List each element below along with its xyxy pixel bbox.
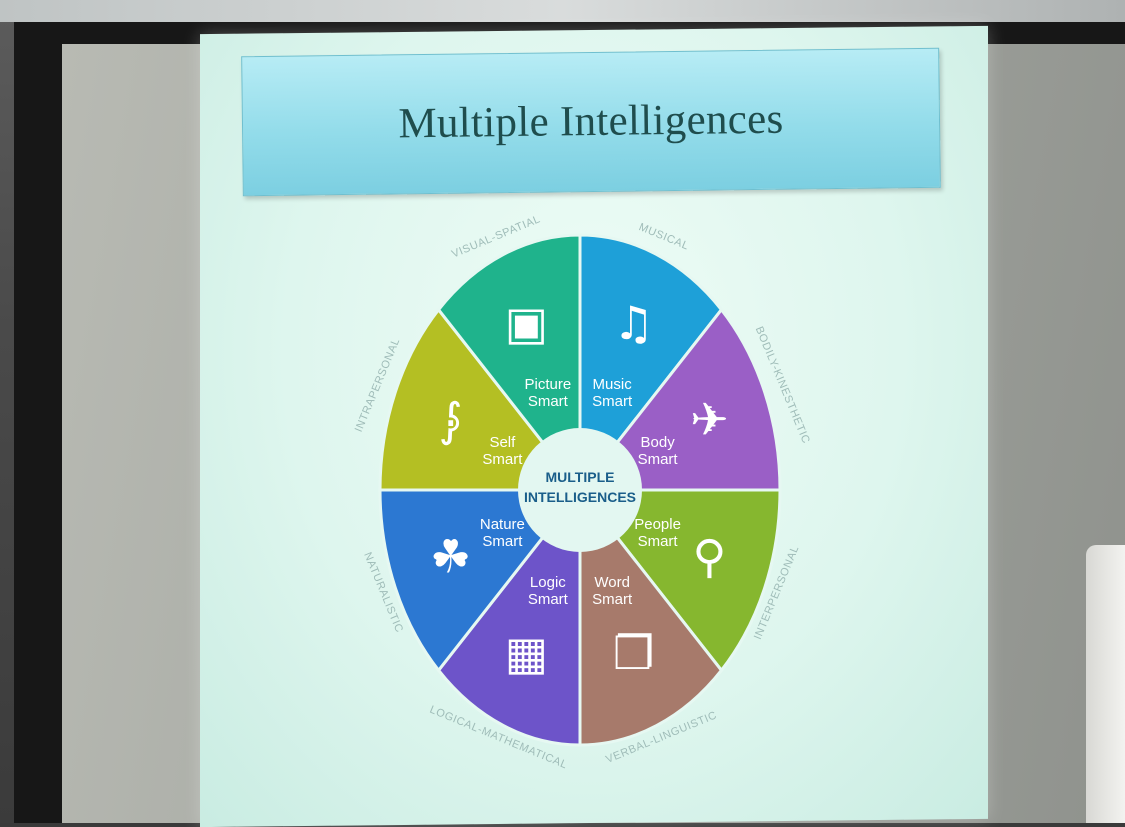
camera-icon: ▣: [505, 296, 548, 350]
people-icon: ⚲: [692, 529, 726, 583]
wheel-segment: [378, 307, 584, 492]
segment-label-line1: Body: [641, 434, 676, 451]
wheel-segment: [576, 488, 782, 673]
wheel-segment: [578, 233, 724, 495]
segment-label-line1: Self: [489, 434, 516, 451]
segment-label-line2: Smart: [482, 533, 523, 550]
wheel-segment: [578, 485, 724, 747]
segment-label-line2: Smart: [592, 591, 633, 608]
book-icon: ❐: [613, 626, 654, 680]
person-arms-up-icon: ⨓: [439, 393, 463, 447]
center-hub: [518, 428, 642, 552]
segment-label-line1: Picture: [525, 376, 572, 393]
segment-label-line2: Smart: [482, 451, 523, 468]
segment-label-line2: Smart: [528, 591, 569, 608]
slide-title: Multiple Intelligences: [398, 95, 784, 148]
segment-label-line2: Smart: [592, 393, 633, 410]
calculator-icon: ▦: [505, 626, 548, 680]
wheel-segment: [378, 488, 584, 673]
center-label-line1: MULTIPLE: [546, 469, 615, 485]
leaf-icon: ☘: [430, 529, 471, 583]
music-note-icon: ♫: [613, 296, 654, 350]
wheel-segment: [436, 233, 582, 495]
wall-strip: [0, 0, 1125, 22]
wheel-segment: [576, 307, 782, 492]
segment-label-line1: People: [634, 516, 681, 533]
segment-label-line1: Nature: [480, 516, 525, 533]
whiteboard-edge: [1086, 545, 1125, 823]
segment-label-line1: Word: [594, 574, 630, 591]
segment-label-line2: Smart: [638, 451, 679, 468]
wheel-segment: [436, 485, 582, 747]
segment-label-line2: Smart: [638, 533, 679, 550]
segment-label-line1: Logic: [530, 574, 566, 591]
segment-label-line2: Smart: [528, 393, 569, 410]
running-person-icon: ✈: [690, 393, 729, 447]
slide-title-bar: Multiple Intelligences: [241, 47, 941, 197]
center-label-line2: INTELLIGENCES: [524, 489, 636, 505]
segment-label-line1: Music: [593, 376, 633, 393]
